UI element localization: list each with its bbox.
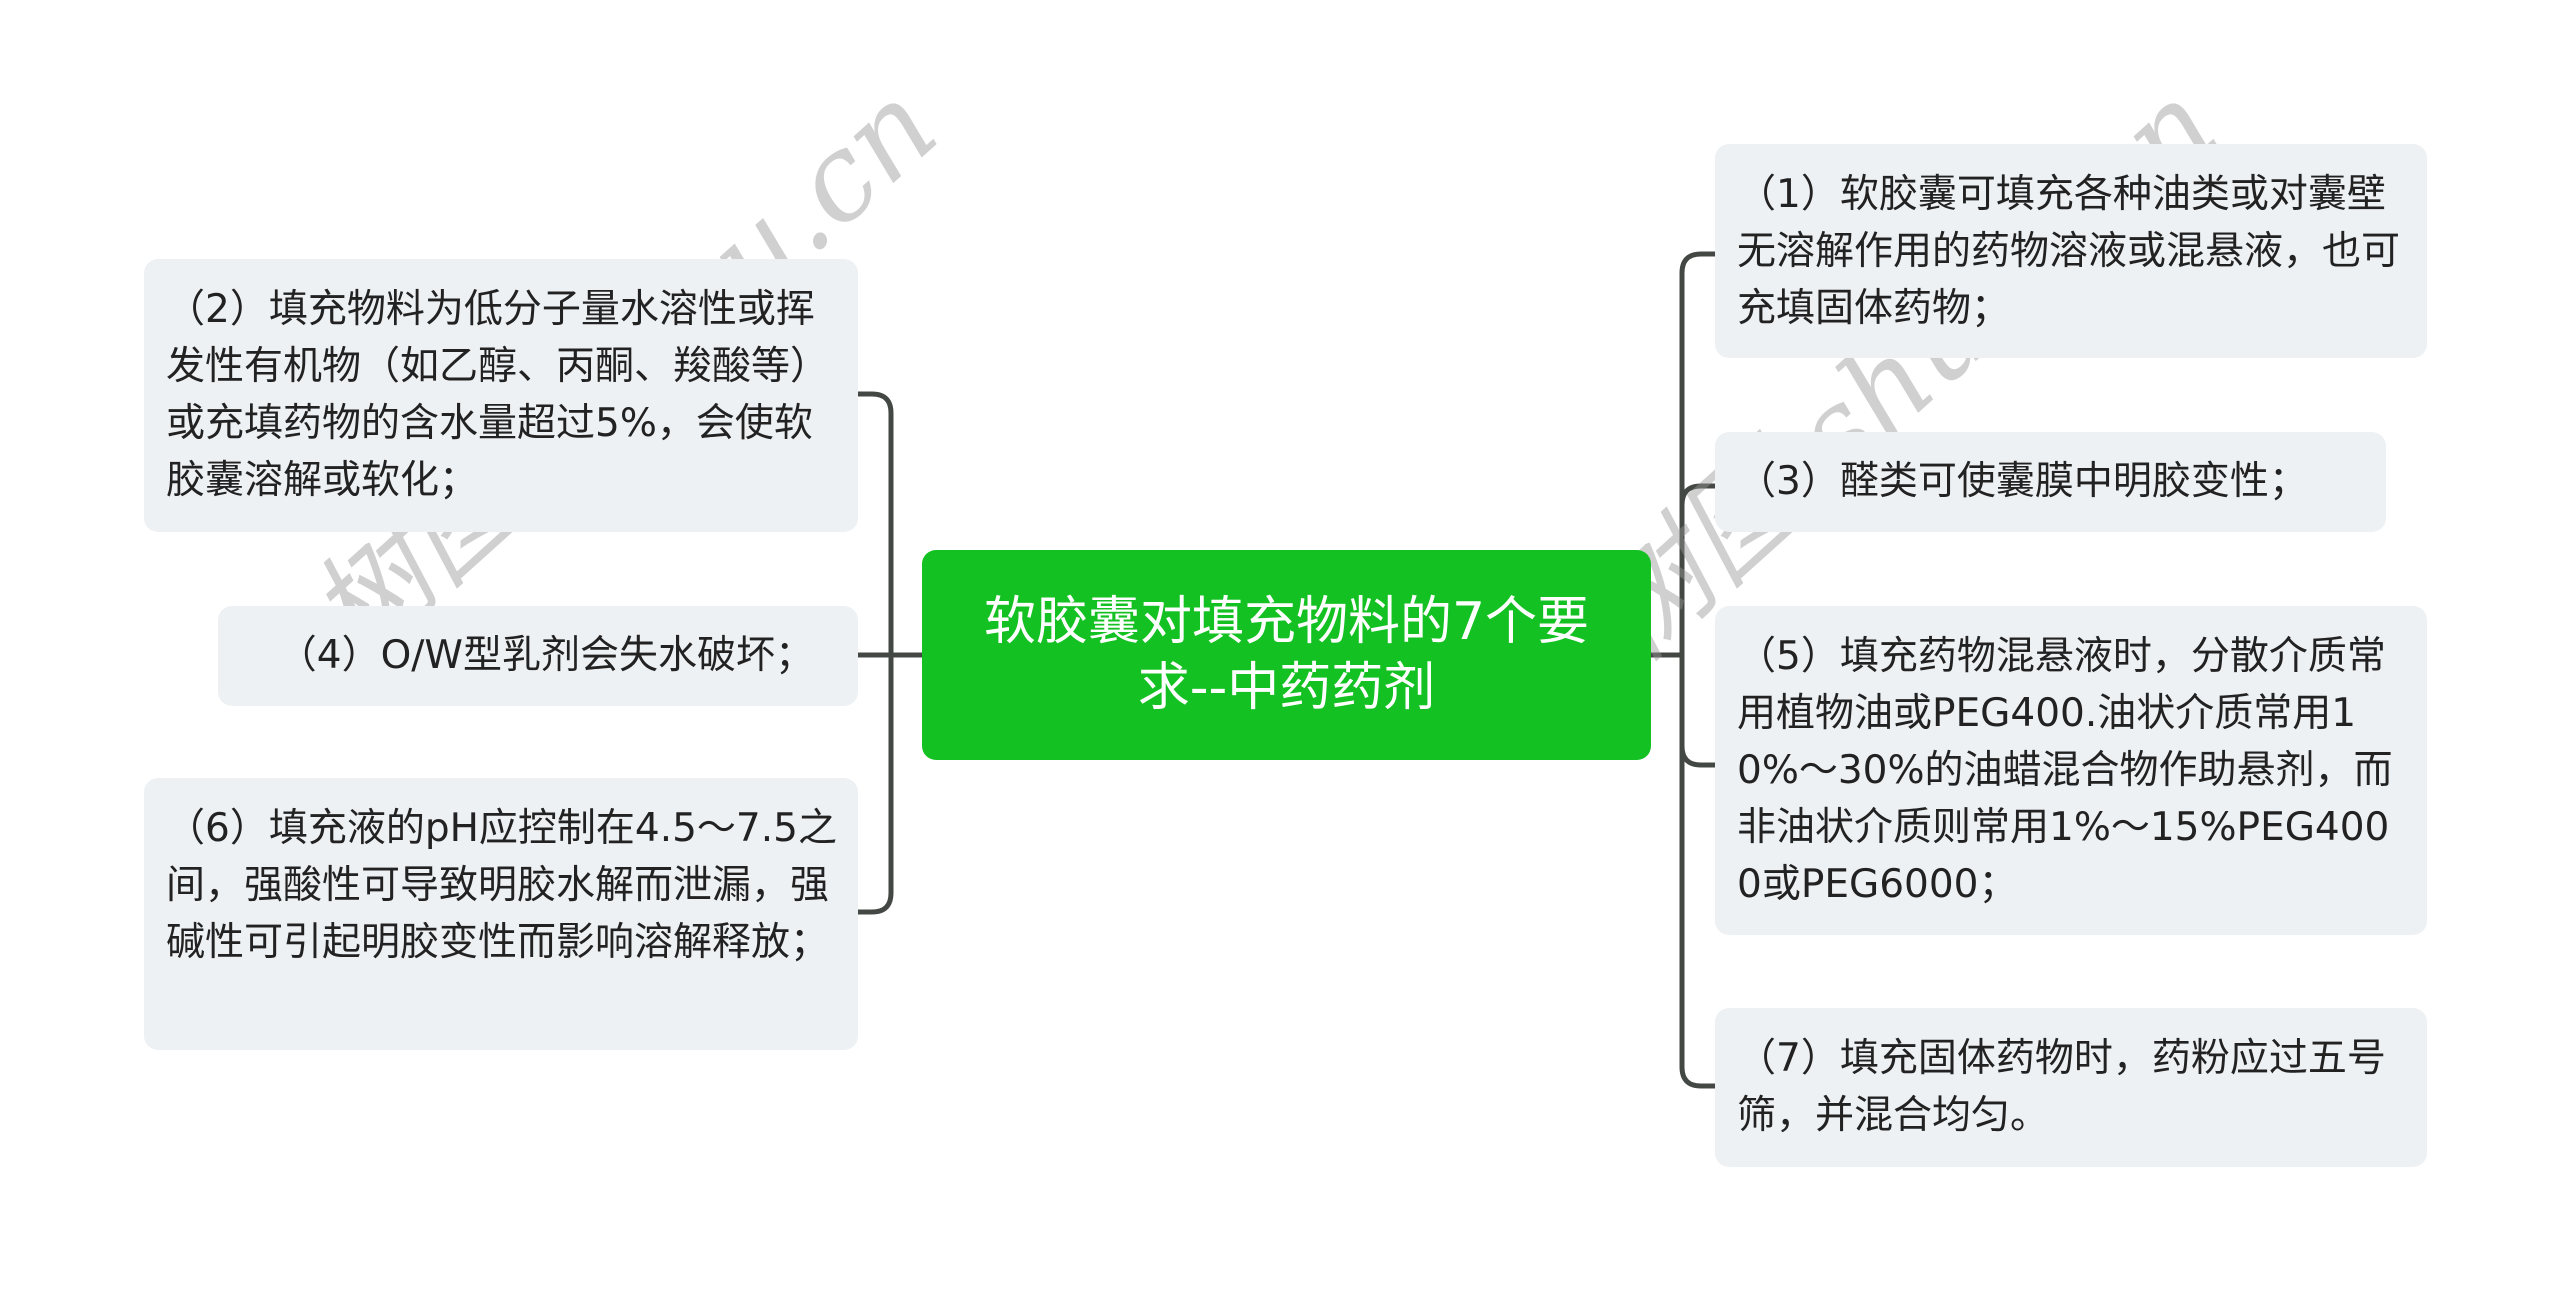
topic-node-label: （4）O/W型乳剂会失水破坏；	[277, 633, 814, 678]
topic-node-label: （2）填充物料为低分子量水溶性或挥发性有机物（如乙醇、丙酮、羧酸等）或充填药物的…	[166, 287, 830, 503]
topic-node-6[interactable]: （6）填充液的pH应控制在4.5～7.5之间，强酸性可导致明胶水解而泄漏，强碱性…	[144, 778, 858, 1050]
topic-node-5[interactable]: （5）填充药物混悬液时，分散介质常用植物油或PEG400.油状介质常用10%～3…	[1715, 606, 2427, 935]
topic-node-4[interactable]: （4）O/W型乳剂会失水破坏；	[218, 606, 858, 706]
topic-node-label: （1）软胶囊可填充各种油类或对囊壁无溶解作用的药物溶液或混悬液，也可充填固体药物…	[1737, 172, 2401, 331]
topic-node-1[interactable]: （1）软胶囊可填充各种油类或对囊壁无溶解作用的药物溶液或混悬液，也可充填固体药物…	[1715, 144, 2427, 358]
central-topic-label: 软胶囊对填充物料的7个要求--中药药剂	[983, 592, 1590, 718]
topic-node-label: （7）填充固体药物时，药粉应过五号筛，并混合均匀。	[1737, 1036, 2386, 1138]
topic-node-2[interactable]: （2）填充物料为低分子量水溶性或挥发性有机物（如乙醇、丙酮、羧酸等）或充填药物的…	[144, 259, 858, 532]
topic-node-label: （3）醛类可使囊膜中明胶变性；	[1737, 459, 2308, 504]
topic-node-3[interactable]: （3）醛类可使囊膜中明胶变性；	[1715, 432, 2386, 532]
topic-node-7[interactable]: （7）填充固体药物时，药粉应过五号筛，并混合均匀。	[1715, 1008, 2427, 1167]
central-topic[interactable]: 软胶囊对填充物料的7个要求--中药药剂	[922, 550, 1651, 760]
topic-node-label: （5）填充药物混悬液时，分散介质常用植物油或PEG400.油状介质常用10%～3…	[1737, 634, 2393, 907]
topic-node-label: （6）填充液的pH应控制在4.5～7.5之间，强酸性可导致明胶水解而泄漏，强碱性…	[166, 806, 837, 965]
